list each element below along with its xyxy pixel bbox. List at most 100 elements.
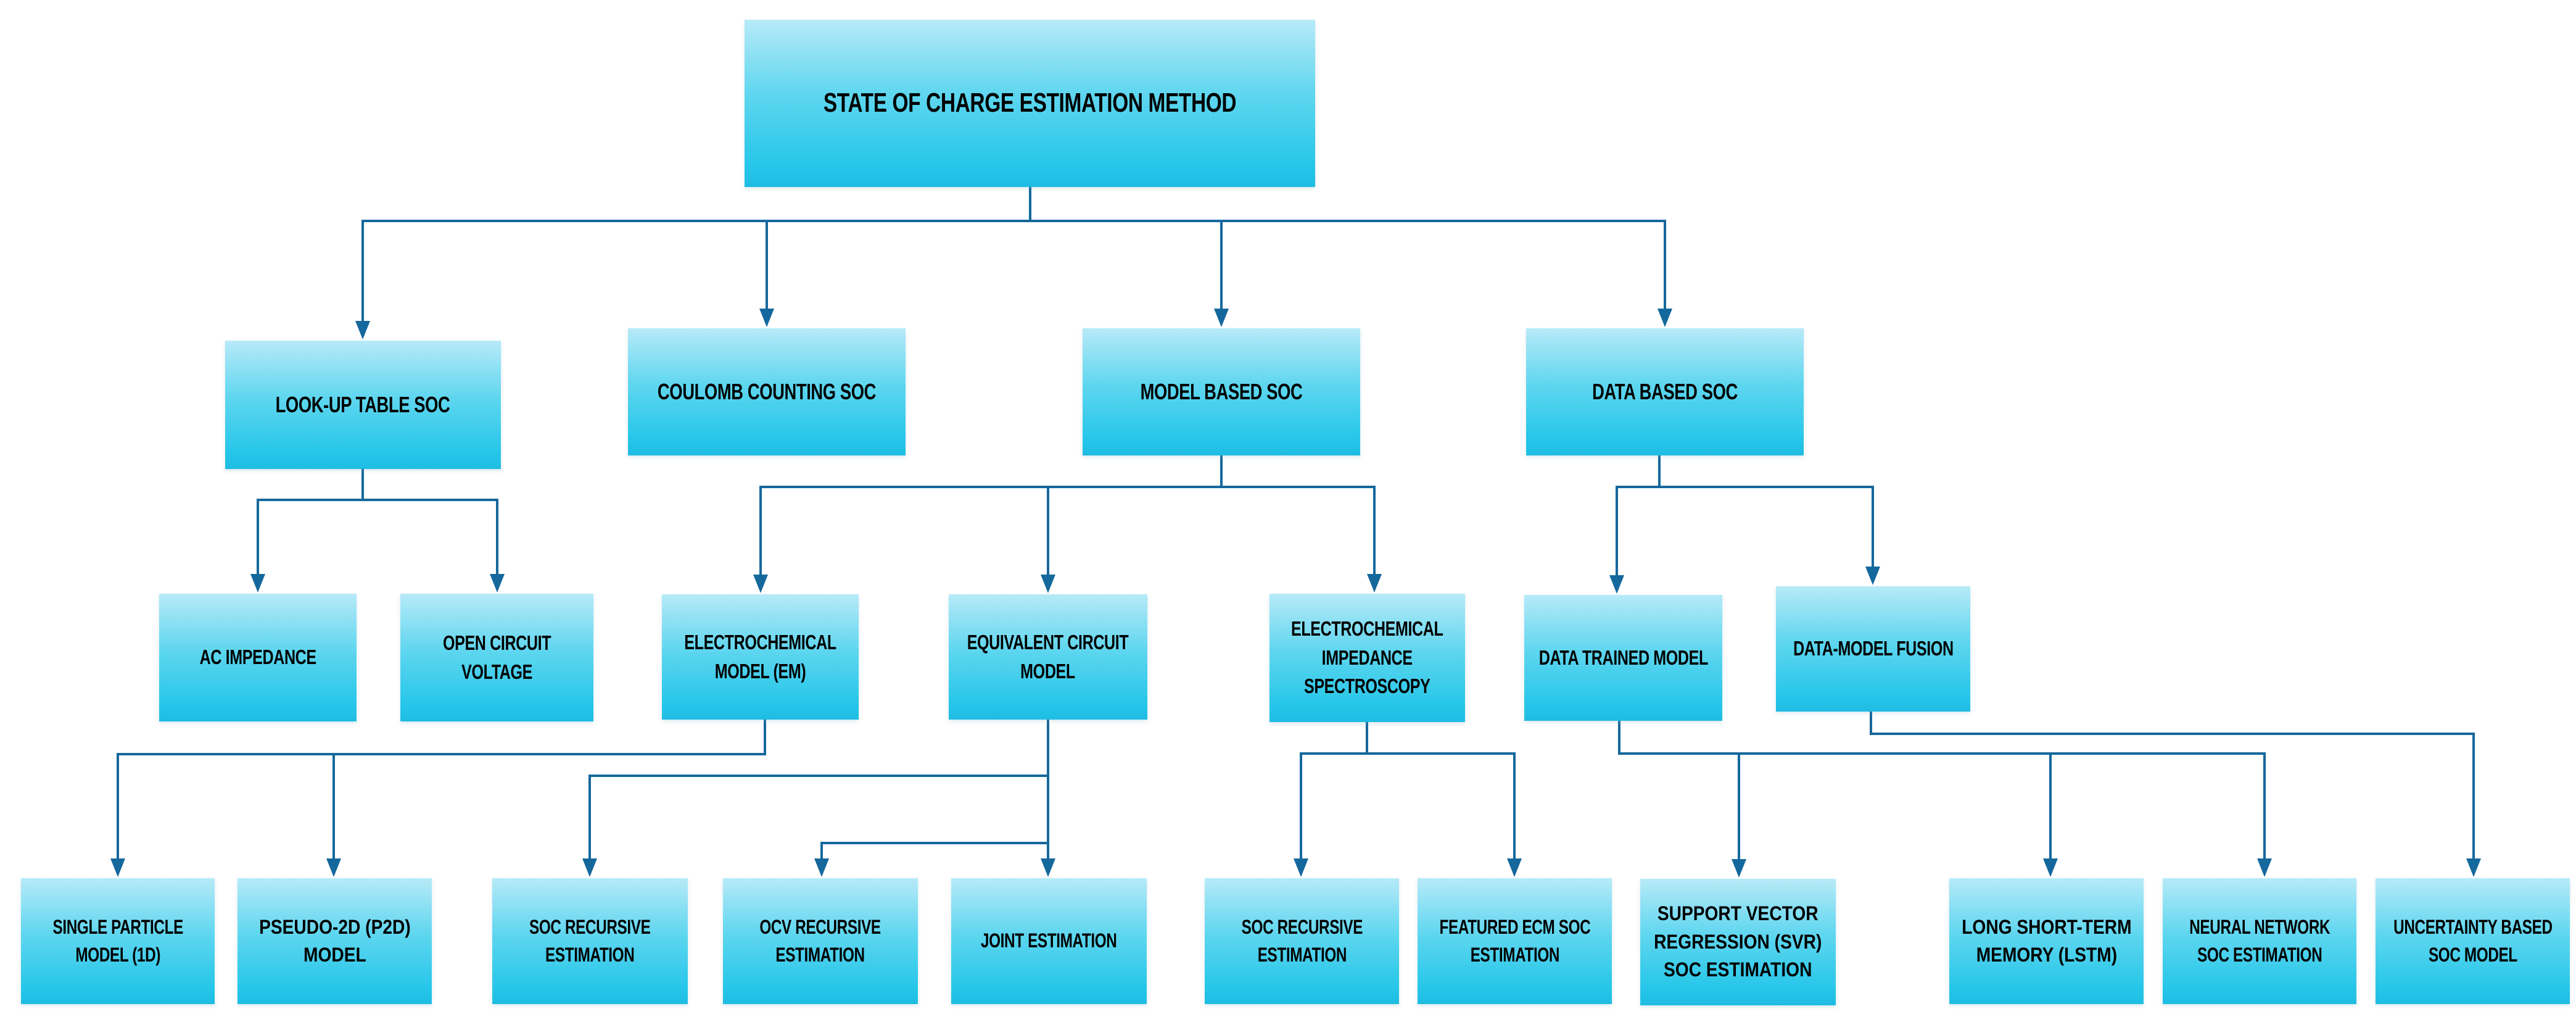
connector-vline bbox=[1870, 712, 1872, 735]
node-model-based-soc: MODEL BASED SOC bbox=[1083, 328, 1360, 455]
connector-hline bbox=[117, 753, 766, 755]
connector-vline bbox=[1220, 455, 1223, 488]
node-data-model-fusion: DATA-MODEL FUSION bbox=[1776, 586, 1970, 712]
arrow-down-icon bbox=[1657, 309, 1672, 327]
node-label: LOOK-UP TABLE SOC bbox=[276, 392, 450, 418]
node-electrochemical-model: ELECTROCHEMICAL MODEL (EM) bbox=[662, 594, 859, 720]
node-label: FEATURED ECM SOC ESTIMATION bbox=[1439, 915, 1590, 966]
arrow-down-icon bbox=[110, 858, 125, 877]
arrow-shaft bbox=[1220, 221, 1223, 310]
node-equivalent-circuit-model: EQUIVALENT CIRCUIT MODEL bbox=[949, 594, 1147, 720]
node-data-trained-model: DATA TRAINED MODEL bbox=[1524, 595, 1722, 721]
arrow-down-icon bbox=[1865, 567, 1880, 585]
arrow-down-icon bbox=[2466, 858, 2481, 877]
node-joint-estimation: JOINT ESTIMATION bbox=[951, 878, 1147, 1004]
arrow-down-icon bbox=[1041, 575, 1055, 593]
connector-hline bbox=[257, 499, 498, 501]
connector-vline bbox=[1618, 721, 1620, 755]
node-label: OCV RECURSIVE ESTIMATION bbox=[759, 915, 881, 966]
node-label: JOINT ESTIMATION bbox=[981, 929, 1117, 952]
node-ocv-recursive-estimation: OCV RECURSIVE ESTIMATION bbox=[723, 878, 918, 1004]
node-label: LONG SHORT-TERM MEMORY (LSTM) bbox=[1961, 915, 2132, 966]
arrow-down-icon bbox=[1294, 858, 1308, 877]
arrow-down-icon bbox=[326, 858, 341, 877]
node-soc-recursive-estimation-ecm: SOC RECURSIVE ESTIMATION bbox=[492, 878, 688, 1004]
node-ac-impedance: AC IMPEDANCE bbox=[159, 594, 357, 721]
node-label: SOC RECURSIVE ESTIMATION bbox=[529, 915, 651, 966]
node-label: DATA-MODEL FUSION bbox=[1793, 637, 1954, 660]
connector-vline bbox=[1658, 455, 1661, 488]
node-electrochemical-impedance-spectroscopy: ELECTROCHEMICAL IMPEDANCE SPECTROSCOPY bbox=[1269, 594, 1465, 722]
node-label: ELECTROCHEMICAL IMPEDANCE SPECTROSCOPY bbox=[1291, 617, 1443, 698]
node-support-vector-regression: SUPPORT VECTOR REGRESSION (SVR) SOC ESTI… bbox=[1640, 879, 1836, 1005]
arrow-shaft bbox=[117, 754, 119, 860]
node-title: STATE OF CHARGE ESTIMATION METHOD bbox=[745, 20, 1315, 187]
arrow-down-icon bbox=[355, 321, 370, 339]
arrow-shaft bbox=[1300, 754, 1302, 860]
arrow-down-icon bbox=[1732, 859, 1746, 878]
node-lookup-table-soc: LOOK-UP TABLE SOC bbox=[225, 341, 501, 469]
arrow-shaft bbox=[332, 754, 335, 860]
node-label: STATE OF CHARGE ESTIMATION METHOD bbox=[823, 88, 1237, 118]
connector-hline bbox=[759, 486, 1376, 488]
node-neural-network-soc-estimation: NEURAL NETWORK SOC ESTIMATION bbox=[2163, 878, 2356, 1004]
node-label: PSEUDO-2D (P2D) MODEL bbox=[258, 915, 411, 966]
arrow-down-icon bbox=[753, 575, 768, 593]
connector-hline bbox=[588, 775, 1049, 777]
node-featured-ecm-soc-estimation: FEATURED ECM SOC ESTIMATION bbox=[1418, 878, 1612, 1004]
arrow-down-icon bbox=[1367, 574, 1382, 592]
arrow-shaft bbox=[766, 221, 768, 310]
arrow-down-icon bbox=[1507, 858, 1522, 877]
arrow-down-icon bbox=[582, 858, 597, 877]
arrow-down-icon bbox=[2257, 858, 2272, 877]
node-coulomb-counting-soc: COULOMB COUNTING SOC bbox=[628, 328, 906, 455]
arrow-shaft bbox=[257, 500, 259, 575]
arrow-down-icon bbox=[1609, 575, 1624, 594]
arrow-down-icon bbox=[250, 574, 265, 592]
arrow-down-icon bbox=[814, 858, 829, 877]
arrow-shaft bbox=[2049, 754, 2052, 860]
arrow-shaft bbox=[1373, 487, 1376, 575]
node-label: NEURAL NETWORK SOC ESTIMATION bbox=[2189, 915, 2330, 966]
node-open-circuit-voltage: OPEN CIRCUIT VOLTAGE bbox=[400, 594, 593, 721]
arrow-shaft bbox=[1872, 487, 1874, 568]
arrow-down-icon bbox=[1041, 858, 1055, 877]
arrow-down-icon bbox=[759, 309, 774, 327]
arrow-shaft bbox=[1047, 720, 1049, 860]
arrow-shaft bbox=[1616, 487, 1618, 576]
node-label: EQUIVALENT CIRCUIT MODEL bbox=[967, 630, 1129, 683]
node-label: DATA TRAINED MODEL bbox=[1538, 646, 1708, 669]
node-data-based-soc: DATA BASED SOC bbox=[1526, 328, 1804, 455]
arrow-shaft bbox=[1513, 754, 1516, 860]
node-long-short-term-memory: LONG SHORT-TERM MEMORY (LSTM) bbox=[1949, 878, 2144, 1004]
node-soc-recursive-estimation-eis: SOC RECURSIVE ESTIMATION bbox=[1205, 878, 1399, 1004]
arrow-down-icon bbox=[490, 574, 505, 592]
node-label: DATA BASED SOC bbox=[1592, 379, 1738, 405]
node-label: MODEL BASED SOC bbox=[1140, 379, 1303, 405]
arrow-shaft bbox=[820, 843, 823, 860]
connector-hline bbox=[1618, 752, 2266, 755]
arrow-down-icon bbox=[1214, 309, 1229, 327]
connector-hline bbox=[820, 842, 1049, 844]
arrow-shaft bbox=[1738, 754, 1740, 860]
arrow-shaft bbox=[2263, 754, 2266, 860]
connector-vline bbox=[361, 469, 364, 501]
arrow-shaft bbox=[588, 776, 591, 860]
connector-vline bbox=[1366, 722, 1368, 755]
connector-hline bbox=[1300, 752, 1516, 755]
node-single-particle-model: SINGLE PARTICLE MODEL (1D) bbox=[21, 878, 215, 1004]
node-label: SOC RECURSIVE ESTIMATION bbox=[1241, 915, 1363, 966]
node-label: UNCERTAINTY BASED SOC MODEL bbox=[2393, 915, 2553, 966]
connector-hline bbox=[1870, 733, 2475, 735]
connector-vline bbox=[1029, 187, 1031, 222]
node-label: AC IMPEDANCE bbox=[199, 646, 316, 669]
arrow-shaft bbox=[496, 500, 498, 575]
node-label: SUPPORT VECTOR REGRESSION (SVR) SOC ESTI… bbox=[1654, 902, 1822, 981]
arrow-shaft bbox=[1664, 221, 1666, 310]
node-label: SINGLE PARTICLE MODEL (1D) bbox=[52, 915, 183, 966]
arrow-shaft bbox=[759, 487, 762, 576]
node-pseudo-2d-model: PSEUDO-2D (P2D) MODEL bbox=[237, 878, 432, 1004]
node-label: COULOMB COUNTING SOC bbox=[657, 379, 877, 405]
connector-vline bbox=[764, 720, 766, 755]
